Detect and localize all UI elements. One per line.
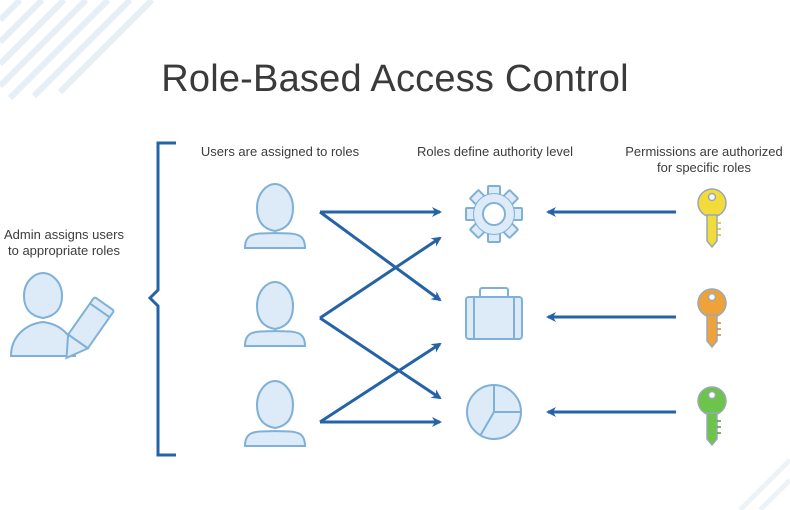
briefcase-icon (465, 287, 523, 340)
user-icon (243, 280, 307, 347)
key-icon (697, 288, 727, 349)
admin-label-line2: to appropriate roles (7, 243, 120, 258)
key-icon (697, 386, 727, 447)
admin-user-icon (9, 271, 77, 357)
permissions-column-text-line2: for specific roles (657, 160, 751, 175)
admin-label-line1: Admin assigns users (4, 227, 124, 242)
users-column-label: Users are assigned to roles (180, 144, 380, 160)
user-icon (243, 182, 307, 249)
admin-icon (9, 271, 115, 360)
arrow-user1-role2 (319, 210, 442, 302)
admin-label: Admin assigns users to appropriate roles (0, 227, 134, 259)
pie-chart-icon (466, 384, 522, 440)
pencil-icon (65, 296, 115, 360)
permissions-column-label: Permissions are authorized for specific … (618, 144, 790, 176)
grouping-bracket (147, 141, 176, 457)
diagram-title: Role-Based Access Control (161, 58, 629, 100)
permission-role-arrows (546, 207, 676, 417)
roles-column-text: Roles define authority level (416, 144, 574, 159)
arrow-user2-role3 (319, 316, 442, 400)
permissions-column-text-line1: Permissions are authorized (625, 144, 783, 159)
user-role-arrows (319, 207, 442, 427)
user-icon (243, 379, 307, 447)
roles-column-label: Roles define authority level (400, 144, 590, 160)
arrow-user2-role1 (319, 236, 442, 320)
key-icon (697, 188, 727, 249)
decorative-stripes-top-left (0, 0, 155, 101)
arrow-user3-role2 (319, 342, 442, 424)
users-column-text: Users are assigned to roles (200, 144, 360, 159)
gear-icon (465, 185, 523, 243)
decorative-stripes-bottom-right (738, 458, 790, 510)
